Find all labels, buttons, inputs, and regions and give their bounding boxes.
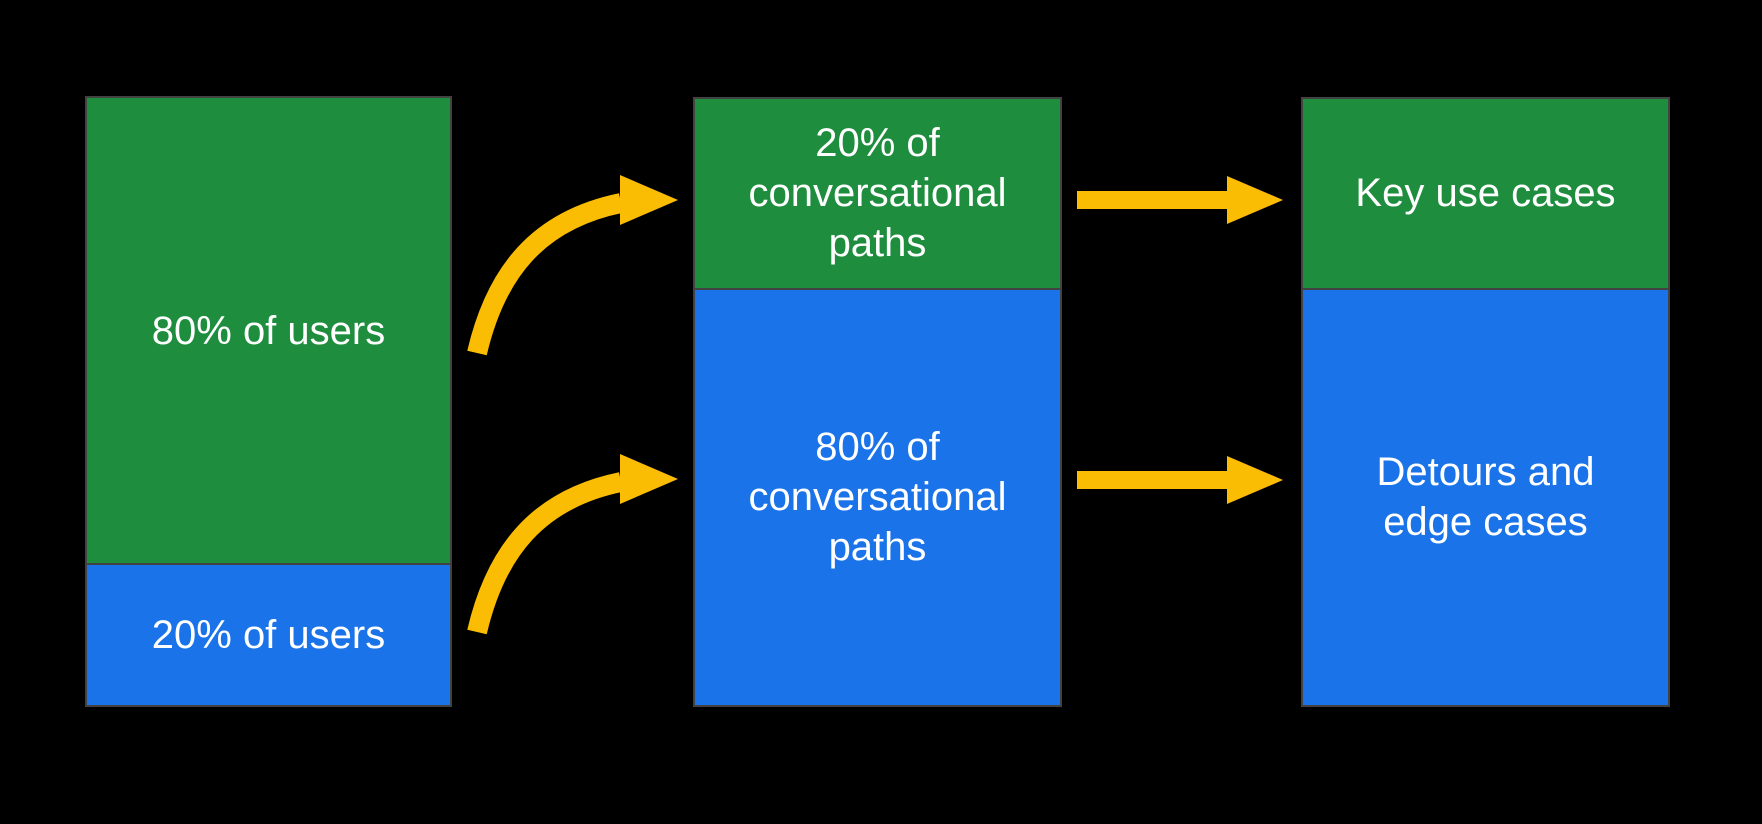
segment-paths-majority: 80% of conversational paths <box>695 289 1060 705</box>
segment-users-majority: 80% of users <box>87 98 450 566</box>
segment-label: 80% of conversational paths <box>749 422 1007 572</box>
bar-users: 80% of users 20% of users <box>85 96 452 707</box>
segment-key-use-cases: Key use cases <box>1303 99 1668 290</box>
label-line: Detours and <box>1376 450 1595 495</box>
label-line: paths <box>828 525 927 570</box>
label-line: edge cases <box>1383 500 1588 545</box>
segment-detours-edge-cases: Detours and edge cases <box>1303 289 1668 705</box>
segment-label: 80% of users <box>152 306 385 356</box>
segment-label: Detours and edge cases <box>1377 447 1595 547</box>
label-line: 20% of users <box>151 613 386 658</box>
bar-outcomes: Key use cases Detours and edge cases <box>1301 97 1670 707</box>
label-line: 80% of <box>815 425 940 470</box>
label-line: Key use cases <box>1355 171 1616 216</box>
curved-arrow-bottom <box>467 454 678 635</box>
straight-arrow-bottom <box>1077 456 1283 504</box>
segment-label: 20% of conversational paths <box>749 118 1007 268</box>
segment-users-minority: 20% of users <box>87 565 450 705</box>
straight-arrow-top <box>1077 176 1283 224</box>
curved-arrow-top <box>467 175 678 356</box>
segment-label: Key use cases <box>1355 168 1615 218</box>
label-line: conversational <box>748 171 1007 216</box>
label-line: conversational <box>748 475 1007 520</box>
bar-conversational-paths: 20% of conversational paths 80% of conve… <box>693 97 1062 707</box>
label-line: 20% of <box>815 121 940 166</box>
segment-label: 20% of users <box>152 610 385 660</box>
label-line: 80% of users <box>151 308 386 353</box>
label-line: paths <box>828 221 927 266</box>
segment-paths-minority: 20% of conversational paths <box>695 99 1060 290</box>
